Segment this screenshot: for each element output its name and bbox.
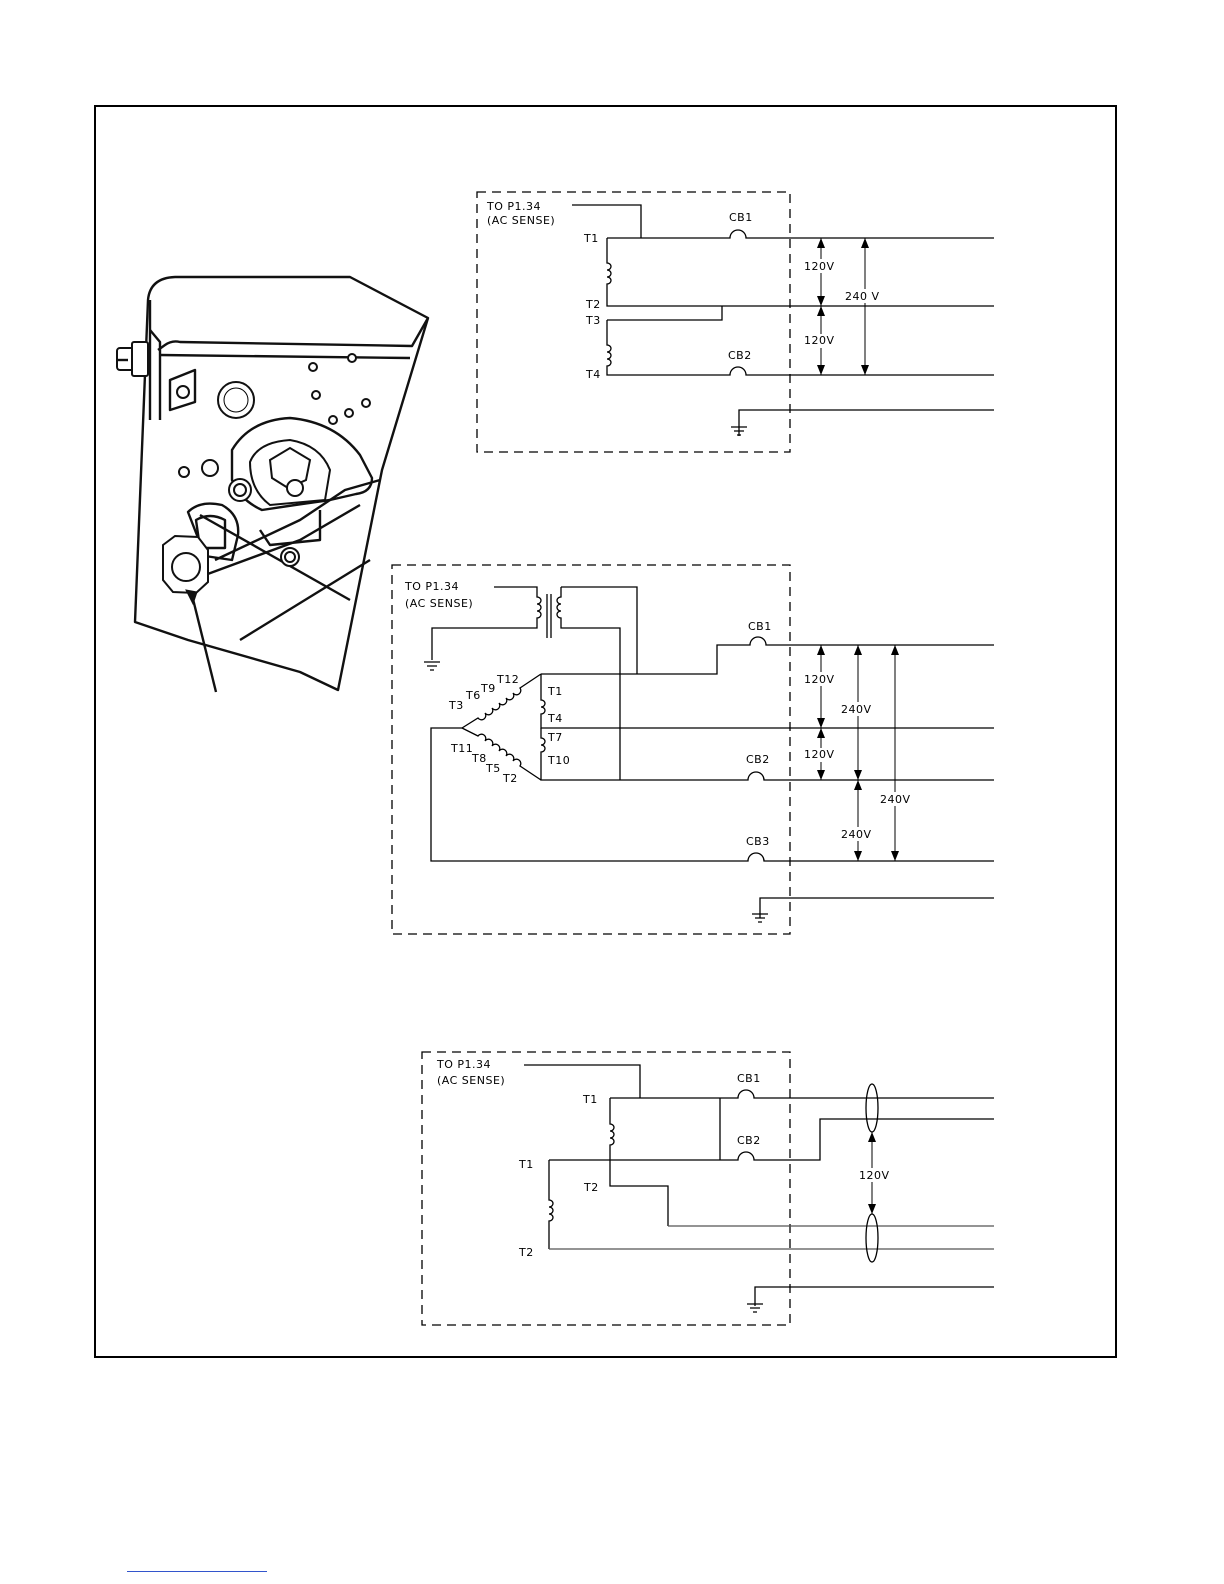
- terminal-label: T1: [547, 685, 563, 698]
- footer-link-underline[interactable]: [127, 1571, 267, 1572]
- sense-label: TO P1.34: [404, 580, 459, 593]
- terminal-label: T6: [465, 689, 481, 702]
- terminal-label: T1: [583, 232, 599, 245]
- diagram-top: TO P1.34 (AC SENSE) T1 T2 T3 T4 CB1 CB2 …: [477, 192, 994, 452]
- figure-frame: [95, 106, 1116, 1357]
- breaker-label: CB2: [746, 753, 770, 766]
- voltage-label: 240V: [880, 793, 911, 806]
- breaker-label: CB1: [737, 1072, 761, 1085]
- voltage-label: 120V: [804, 673, 835, 686]
- terminal-label: T9: [480, 682, 496, 695]
- breaker-label: CB1: [748, 620, 772, 633]
- breaker-label: CB2: [728, 349, 752, 362]
- voltage-label: 240V: [841, 703, 872, 716]
- sense-label-sub: (AC SENSE): [487, 214, 555, 227]
- voltage-label: 240V: [841, 828, 872, 841]
- terminal-label: T1: [582, 1093, 598, 1106]
- voltage-label: 120V: [804, 748, 835, 761]
- terminal-label: T2: [583, 1181, 599, 1194]
- generator-illustration: [117, 277, 428, 692]
- terminal-label: T4: [547, 712, 563, 725]
- terminal-label: T11: [450, 742, 473, 755]
- voltage-label: 120V: [859, 1169, 890, 1182]
- sense-label-sub: (AC SENSE): [437, 1074, 505, 1087]
- terminal-label: T5: [485, 762, 501, 775]
- terminal-label: T10: [547, 754, 570, 767]
- voltage-label: 120V: [804, 260, 835, 273]
- sense-label-sub: (AC SENSE): [405, 597, 473, 610]
- voltage-label: 120V: [804, 334, 835, 347]
- terminal-label: T12: [496, 673, 519, 686]
- voltage-label: 240 V: [845, 290, 880, 303]
- breaker-label: CB3: [746, 835, 770, 848]
- terminal-label: T3: [448, 699, 464, 712]
- diagram-middle: TO P1.34 (AC SENSE) CB1 CB2 CB3 T3 T6 T9…: [392, 565, 994, 934]
- terminal-label: T3: [585, 314, 601, 327]
- terminal-label: T7: [547, 731, 563, 744]
- sense-label: TO P1.34: [436, 1058, 491, 1071]
- terminal-label: T2: [585, 298, 601, 311]
- terminal-label: T4: [585, 368, 601, 381]
- terminal-label: T2: [502, 772, 518, 785]
- terminal-label: T1: [518, 1158, 534, 1171]
- terminal-label: T8: [471, 752, 487, 765]
- terminal-label: T2: [518, 1246, 534, 1259]
- breaker-label: CB2: [737, 1134, 761, 1147]
- diagram-bottom: TO P1.34 (AC SENSE) T1 T2 T1 T2 CB1 CB2 …: [422, 1052, 994, 1325]
- breaker-label: CB1: [729, 211, 753, 224]
- sense-label: TO P1.34: [486, 200, 541, 213]
